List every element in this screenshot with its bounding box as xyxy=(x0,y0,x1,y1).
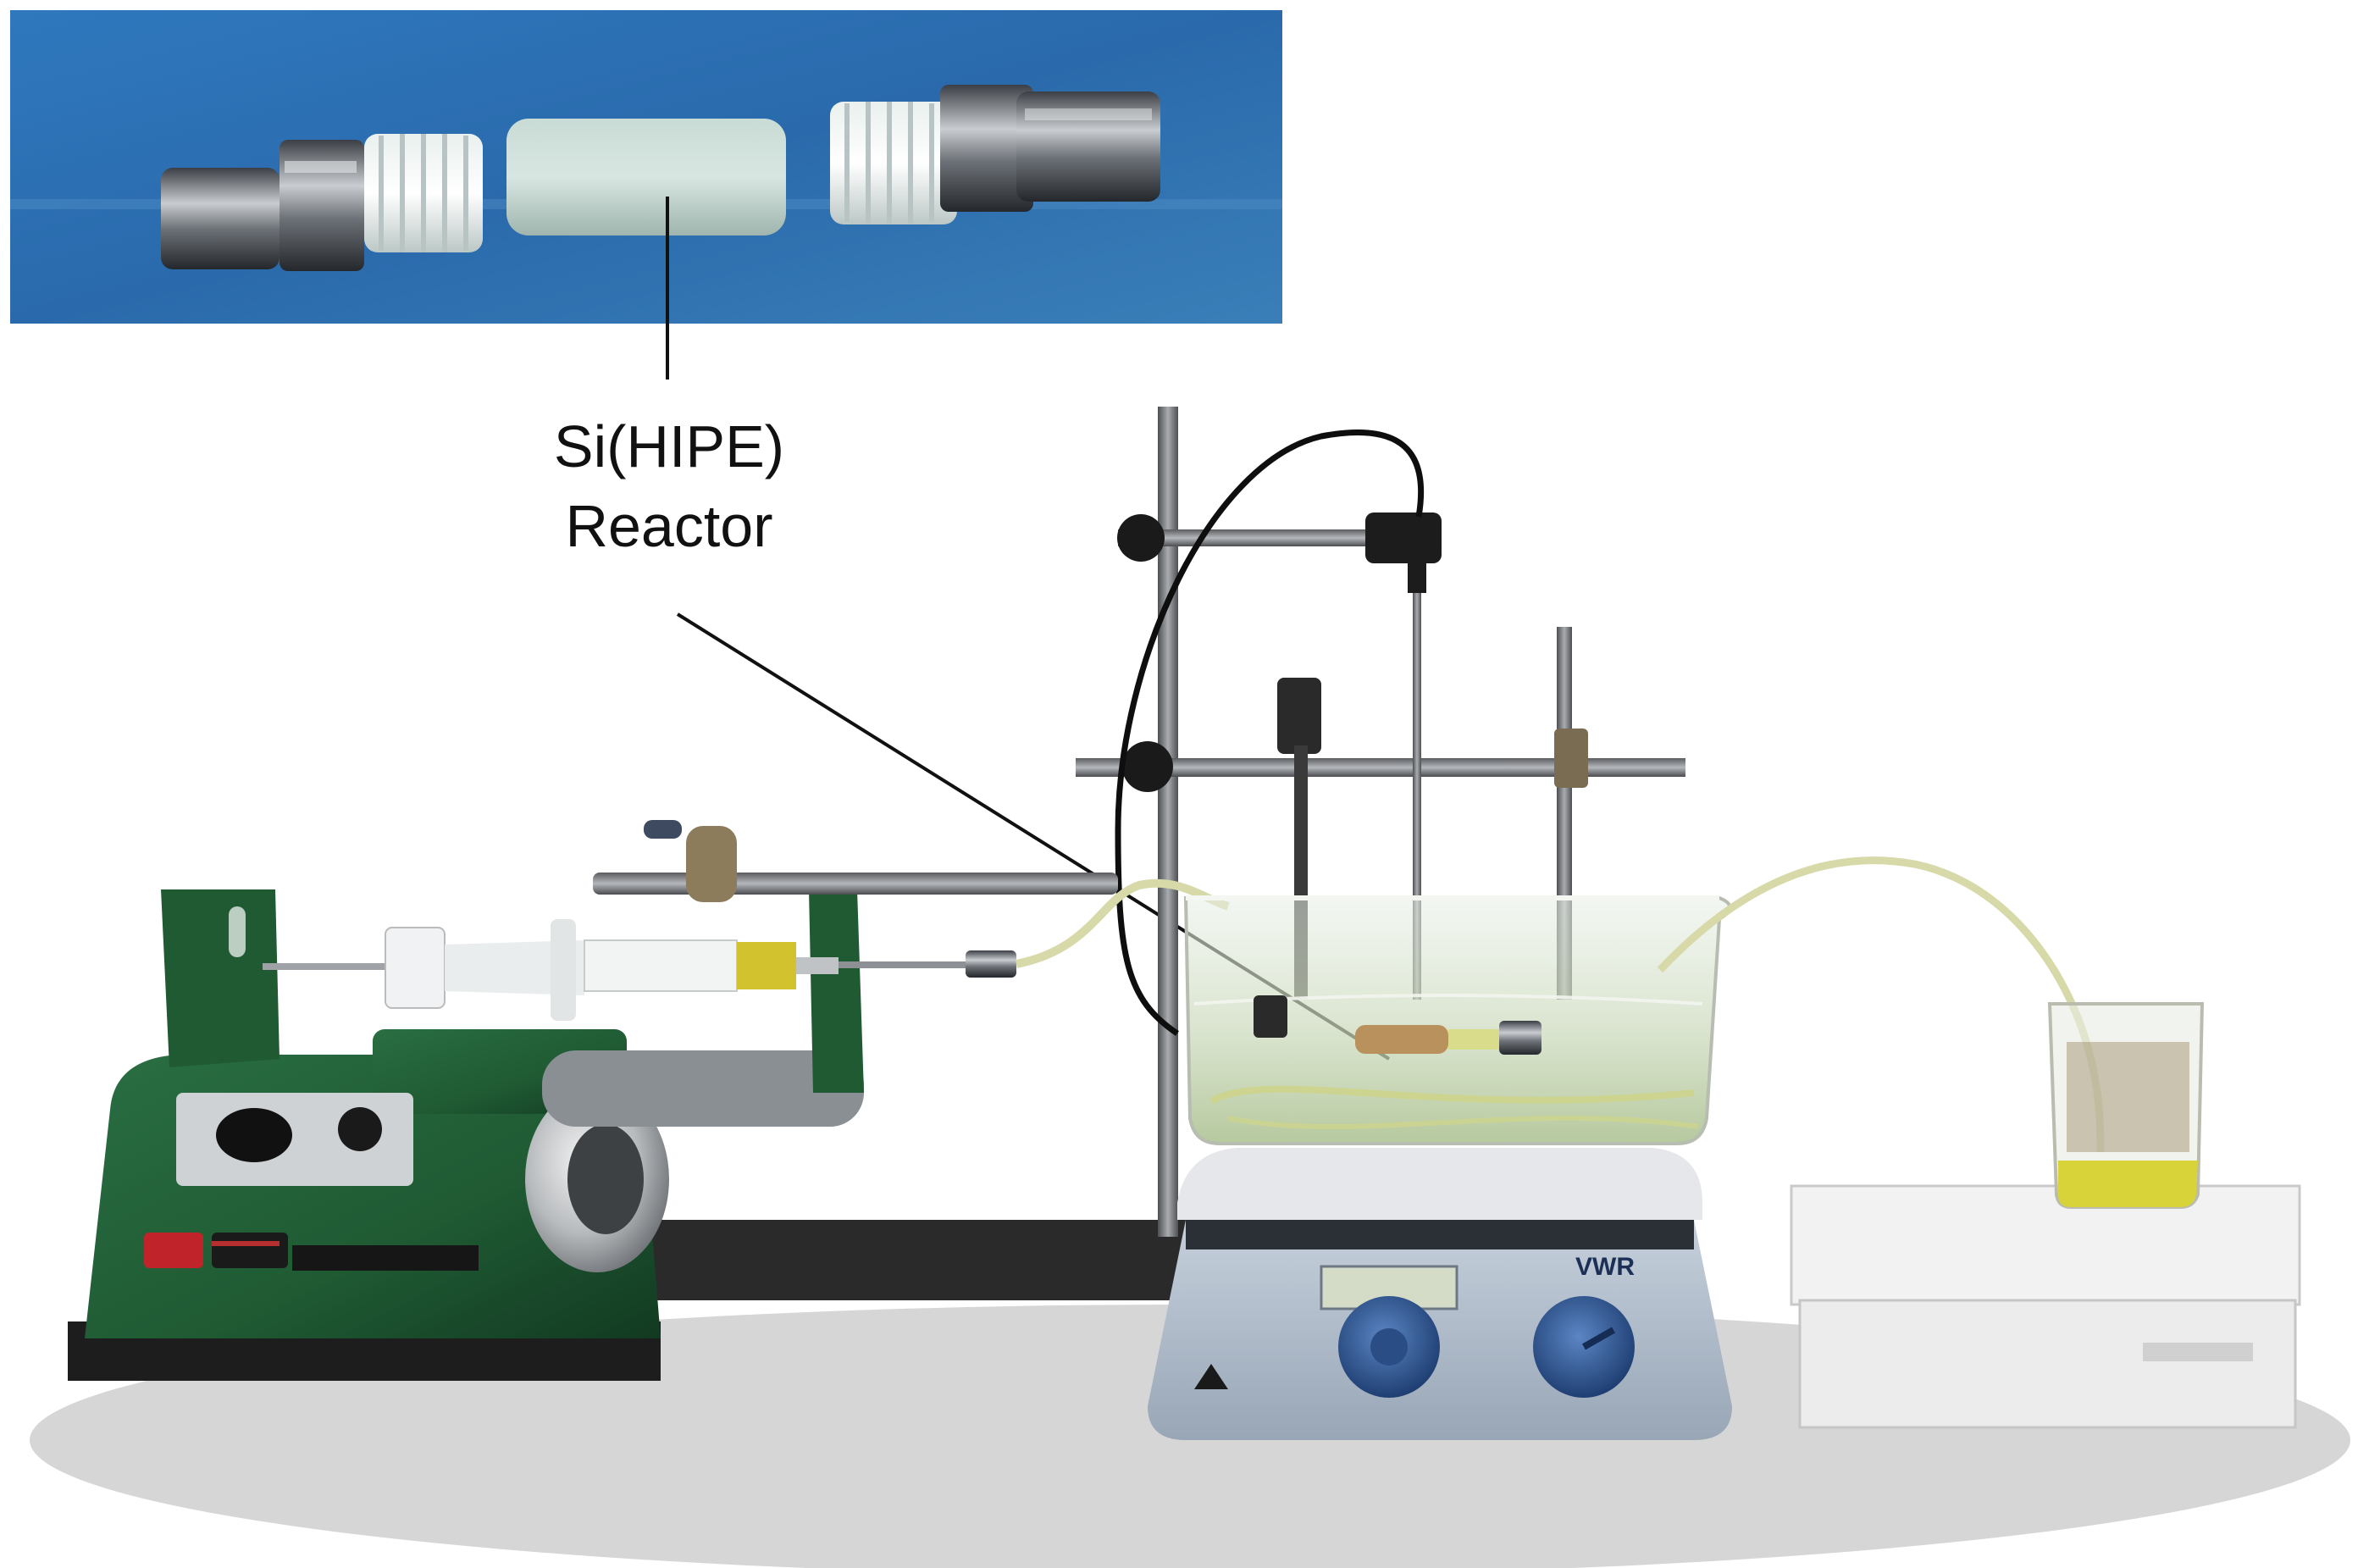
svg-text:VWR: VWR xyxy=(1575,1253,1635,1281)
laboratory-stand xyxy=(1076,407,1685,1237)
thermocouple-probe xyxy=(1115,429,1426,1036)
syringe-pump xyxy=(68,820,1118,1381)
syringe-yellow-reagent xyxy=(737,942,796,989)
water-bath-dish xyxy=(1183,895,1732,1145)
right-ptfe-thread xyxy=(830,102,957,224)
hotplate-stirrer: VWR xyxy=(1148,1148,1732,1440)
left-ptfe-thread xyxy=(364,134,483,252)
reactor-inset-photo xyxy=(10,10,1282,324)
callout-line-1: Si(HIPE) xyxy=(553,413,785,479)
reactor-callout-label: Si(HIPE) Reactor xyxy=(474,407,864,566)
submerged-reactor xyxy=(1355,1025,1448,1054)
syringe-plunger-rod xyxy=(263,963,407,970)
yellow-effluent xyxy=(2058,1161,2198,1207)
pump-speed-knob xyxy=(338,1107,382,1151)
clamp-knob-lower xyxy=(1122,741,1173,792)
si-hipe-monolith xyxy=(506,119,786,235)
clamp-knob-upper xyxy=(1117,514,1165,562)
inlet-tubing xyxy=(1016,878,1230,968)
right-steel-fitting xyxy=(940,85,1160,212)
left-steel-fitting xyxy=(161,140,364,271)
pump-power-switch xyxy=(144,1233,203,1268)
callout-line-2: Reactor xyxy=(565,493,773,559)
collection-boxes xyxy=(1790,1184,2301,1429)
collection-beaker xyxy=(2047,1002,2205,1209)
